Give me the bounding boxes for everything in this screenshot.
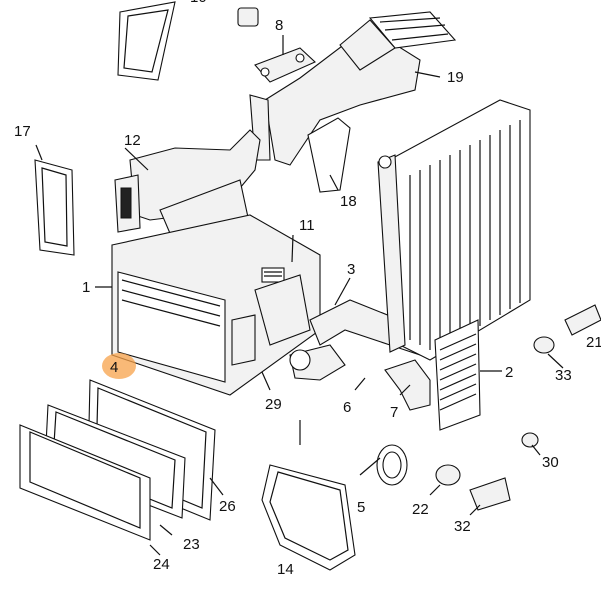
callout-2: 2 xyxy=(505,364,513,381)
callout-4-highlight xyxy=(102,353,136,379)
callout-3: 3 xyxy=(347,261,355,278)
callout-32: 32 xyxy=(454,518,471,535)
leader-lines xyxy=(35,35,564,556)
callout-24: 24 xyxy=(153,556,170,573)
upper-duct-assembly xyxy=(249,11,457,166)
callout-labels: 1 2 3 4 5 6 7 8 10 11 12 14 17 18 19 21 … xyxy=(14,0,601,578)
callout-8: 8 xyxy=(275,17,283,34)
callout-5: 5 xyxy=(357,499,365,516)
callout-6: 6 xyxy=(343,399,351,416)
callout-21: 21 xyxy=(586,334,601,351)
heater-box xyxy=(111,214,321,396)
callout-14: 14 xyxy=(277,561,294,578)
callout-12: 12 xyxy=(124,132,141,149)
gaskets xyxy=(34,1,356,571)
callout-1: 1 xyxy=(82,279,90,296)
callout-29: 29 xyxy=(265,396,282,413)
callout-30: 30 xyxy=(542,454,559,471)
callout-18: 18 xyxy=(340,193,357,210)
filter-frames xyxy=(19,379,216,541)
hardware xyxy=(237,7,601,511)
callout-11: 11 xyxy=(299,217,315,234)
callout-10: 10 xyxy=(190,0,207,6)
callout-22: 22 xyxy=(412,501,429,518)
heater-core xyxy=(377,99,531,431)
callout-7: 7 xyxy=(390,404,398,421)
callout-17: 17 xyxy=(14,123,31,140)
callout-33: 33 xyxy=(555,367,572,384)
callout-26: 26 xyxy=(219,498,236,515)
callout-19: 19 xyxy=(447,69,464,86)
callout-4: 4 xyxy=(110,359,118,376)
callout-23: 23 xyxy=(183,536,200,553)
